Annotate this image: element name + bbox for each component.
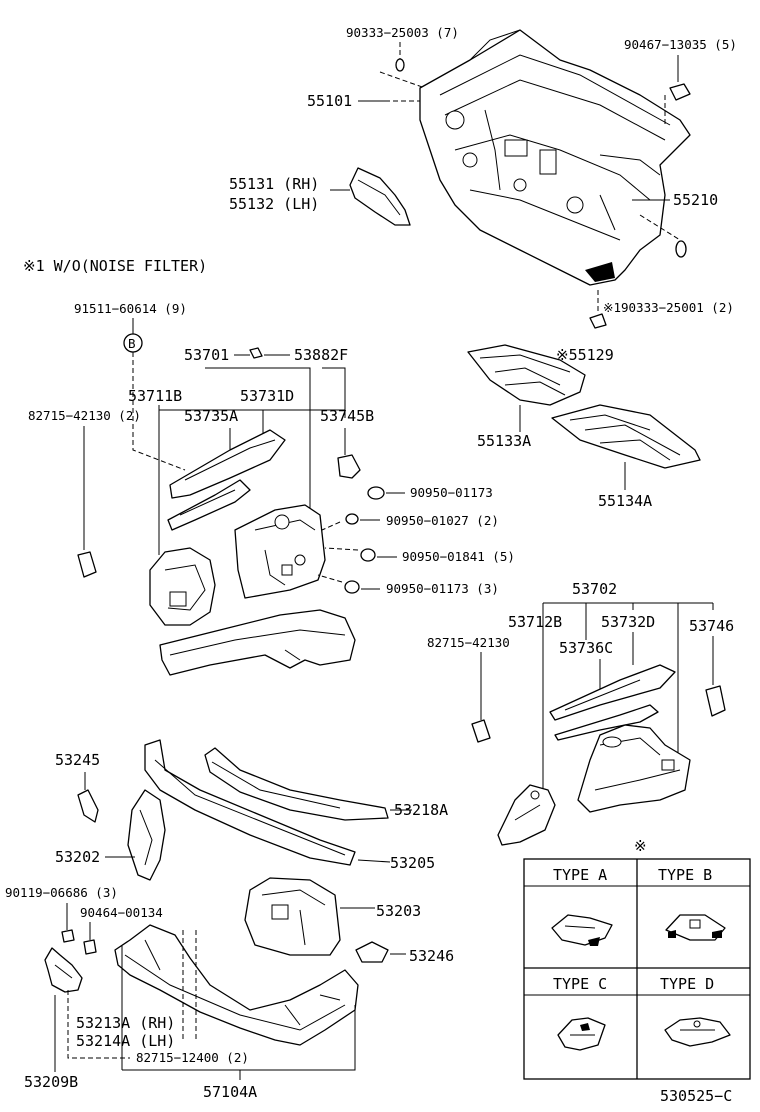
- label-91511-60614: 91511−60614 (9): [74, 301, 187, 316]
- type-c-label: TYPE C: [553, 975, 607, 993]
- label-55132: 55132 (LH): [229, 195, 319, 213]
- label-90950-01841: 90950−01841 (5): [402, 549, 515, 564]
- label-53214A: 53214A (LH): [76, 1032, 175, 1050]
- label-190333-25001: ※190333−25001 (2): [603, 300, 734, 315]
- lower-support-57104A[interactable]: [114, 924, 359, 1046]
- diagram-code: 530525−C: [660, 1087, 732, 1105]
- label-53209B: 53209B: [24, 1073, 78, 1091]
- label-53203: 53203: [376, 902, 421, 920]
- clip-82715-42130-2[interactable]: [77, 551, 97, 578]
- plug-90950-01173-3[interactable]: [344, 580, 360, 594]
- support-53202[interactable]: [127, 789, 166, 881]
- plug-90950-01841[interactable]: [360, 548, 376, 562]
- type-b-clip-drawing: [665, 914, 726, 941]
- plug-90950-01027[interactable]: [345, 513, 359, 525]
- label-53701: 53701: [184, 346, 229, 364]
- type-table: [523, 858, 751, 1080]
- label-53202: 53202: [55, 848, 100, 866]
- clip-53882F[interactable]: [249, 347, 263, 359]
- label-53736C: 53736C: [559, 639, 613, 657]
- grommet-190333[interactable]: [675, 240, 687, 258]
- type-d-label: TYPE D: [660, 975, 714, 993]
- clip-90464-00134[interactable]: [83, 939, 97, 955]
- reinforcement-53736C[interactable]: [554, 704, 659, 741]
- label-55129: ※55129: [556, 346, 614, 364]
- type-a-label: TYPE A: [553, 866, 607, 884]
- label-90333-25003: 90333−25003 (7): [346, 25, 459, 40]
- support-53205[interactable]: [144, 739, 356, 866]
- clip-55129[interactable]: [589, 313, 607, 329]
- wheel-apron-53711B[interactable]: [149, 547, 216, 626]
- note-without-noise-filter: ※1 W/O(NOISE FILTER): [23, 257, 207, 275]
- label-57104A: 57104A: [203, 1083, 257, 1101]
- type-d-clip-drawing: [664, 1017, 731, 1047]
- label-55131: 55131 (RH): [229, 175, 319, 193]
- label-53245: 5324̄5: [55, 751, 100, 769]
- label-90119-06686: 90119−06686 (3): [5, 885, 118, 900]
- label-90950-01173-3: 90950−01173 (3): [386, 581, 499, 596]
- label-53882F: 53882F: [294, 346, 348, 364]
- bracket-53746[interactable]: [705, 685, 726, 717]
- label-53745B: 53745B: [320, 407, 374, 425]
- label-90464-00134: 90464−00134: [80, 905, 163, 920]
- dash-panel-55101[interactable]: [419, 29, 691, 286]
- callout-b-letter: B: [128, 336, 136, 351]
- label-82715-42130-2: 82715−42130 (2): [28, 408, 141, 423]
- label-90950-01173: 90950−01173: [410, 485, 493, 500]
- clip-90333-25003[interactable]: [395, 58, 405, 72]
- apron-53731D[interactable]: [234, 504, 326, 599]
- label-90467-13035: 90467−13035 (5): [624, 37, 737, 52]
- label-53218A: 53218A: [394, 801, 448, 819]
- bracket-53209B[interactable]: [44, 947, 83, 993]
- clip-82715-42130[interactable]: [471, 719, 491, 743]
- label-53732D: 53732D: [601, 613, 655, 631]
- type-a-clip-drawing: [551, 914, 613, 946]
- support-53203[interactable]: [244, 877, 341, 956]
- insulator-55134A[interactable]: [551, 404, 701, 469]
- label-53735A: 53735A: [184, 407, 238, 425]
- apron-53702[interactable]: [577, 724, 691, 813]
- type-c-clip-drawing: [557, 1017, 606, 1051]
- label-53746: 53746: [689, 617, 734, 635]
- grommet-90950-01173[interactable]: [367, 486, 385, 500]
- label-53213A: 53213A (RH): [76, 1014, 175, 1032]
- bracket-55131[interactable]: [349, 167, 411, 226]
- type-table-marker: ※: [634, 837, 647, 855]
- label-90950-01027: 90950−01027 (2): [386, 513, 499, 528]
- label-53246: 53246: [409, 947, 454, 965]
- label-55134A: 55134A: [598, 492, 652, 510]
- label-53712B: 5̄3712B: [508, 613, 562, 631]
- label-53702: 53702: [572, 580, 617, 598]
- label-82715-42130: 82715−42130: [427, 635, 510, 650]
- label-55133A: 55133A: [477, 432, 531, 450]
- type-b-label: TYPE B: [658, 866, 712, 884]
- bolt-90119-06686[interactable]: [61, 929, 75, 943]
- label-53205: 53205: [390, 854, 435, 872]
- insulator-55133A[interactable]: [467, 344, 586, 406]
- label-55210: 55210: [673, 191, 718, 209]
- reinforcement-53732D[interactable]: [549, 664, 676, 721]
- label-55101: 55101: [307, 92, 352, 110]
- bracket-53246[interactable]: [355, 941, 389, 963]
- clip-90467-13035[interactable]: [669, 83, 691, 101]
- bracket-53245[interactable]: [77, 789, 99, 823]
- support-53218A[interactable]: [204, 747, 389, 821]
- reinforcement-53711B[interactable]: [169, 429, 286, 499]
- apron-53712B[interactable]: [497, 784, 556, 846]
- label-82715-12400: 82715−12400 (2): [136, 1050, 249, 1065]
- reinforcement-53735A[interactable]: [167, 479, 251, 531]
- label-53731D: 53731D: [240, 387, 294, 405]
- bracket-53745B[interactable]: [337, 454, 361, 479]
- upper-member[interactable]: [159, 609, 356, 676]
- label-53711B: 53711B: [128, 387, 182, 405]
